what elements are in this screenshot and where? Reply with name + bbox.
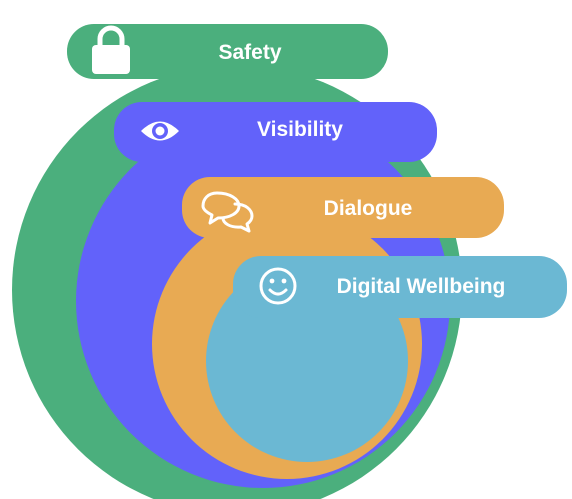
layer-wellbeing: Digital Wellbeing xyxy=(206,256,567,462)
smiley-icon xyxy=(259,267,297,305)
wellbeing-label: Digital Wellbeing xyxy=(337,275,506,298)
visibility-pill xyxy=(114,102,437,162)
visibility-label: Visibility xyxy=(257,118,343,141)
speech-bubbles-icon xyxy=(201,191,254,233)
dialogue-pill xyxy=(182,177,504,238)
lock-icon xyxy=(92,25,130,74)
dialogue-label: Dialogue xyxy=(324,197,413,220)
eye-icon xyxy=(141,121,179,141)
wellbeing-pill xyxy=(233,256,567,318)
safety-label: Safety xyxy=(218,41,281,64)
safety-pill xyxy=(67,24,388,79)
